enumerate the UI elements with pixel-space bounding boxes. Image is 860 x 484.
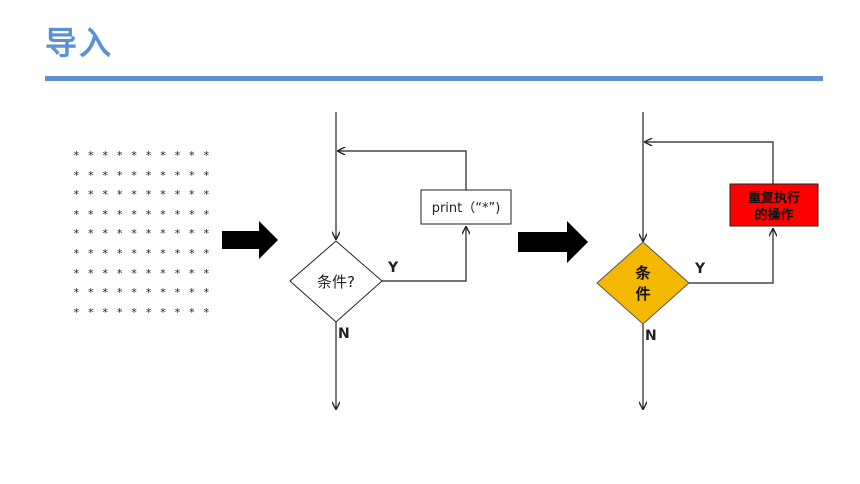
no-label: N: [338, 326, 350, 342]
star-row: * * * * * * * * * *: [73, 188, 211, 202]
star-row: * * * * * * * * * *: [73, 227, 211, 241]
star-row: * * * * * * * * * *: [73, 286, 211, 300]
action-box: [729, 183, 819, 227]
big-arrow-right-2: [518, 221, 588, 263]
star-row: * * * * * * * * * *: [73, 149, 211, 162]
flowchart-2: 条 件 Y 重复执行 的操作 N: [596, 112, 819, 409]
condition-diamond: [596, 241, 690, 325]
yes-label: Y: [387, 260, 399, 276]
page-title: 导入: [45, 24, 114, 62]
star-row: * * * * * * * * * *: [73, 168, 211, 182]
yes-branch-arrow: [382, 227, 466, 282]
star-row: * * * * * * * * * *: [73, 305, 211, 319]
yes-label: Y: [694, 261, 706, 277]
title-underline: [45, 76, 823, 81]
star-row: * * * * * * * * * *: [73, 246, 211, 260]
action-label-line2: 的操作: [754, 207, 793, 223]
condition-label-line1: 条: [634, 264, 651, 282]
action-box: [420, 189, 512, 225]
action-label-line1: 重复执行: [748, 190, 800, 206]
condition-label-line2: 件: [635, 285, 650, 303]
loop-back-arrow: [645, 142, 774, 184]
star-row: * * * * * * * * * *: [73, 207, 211, 221]
no-label: N: [645, 328, 657, 344]
flowchart-1: 条件? Y print（“*”) N: [289, 112, 512, 409]
condition-label: 条件?: [317, 273, 355, 291]
loop-back-arrow: [338, 151, 467, 190]
star-pattern: * * * * * * * * * * * * * * * * * * * * * …: [73, 146, 210, 322]
big-arrow-right-1: [222, 221, 278, 259]
action-label: print（“*”): [432, 201, 501, 216]
star-row: * * * * * * * * * *: [73, 266, 211, 280]
yes-branch-arrow: [689, 229, 773, 284]
